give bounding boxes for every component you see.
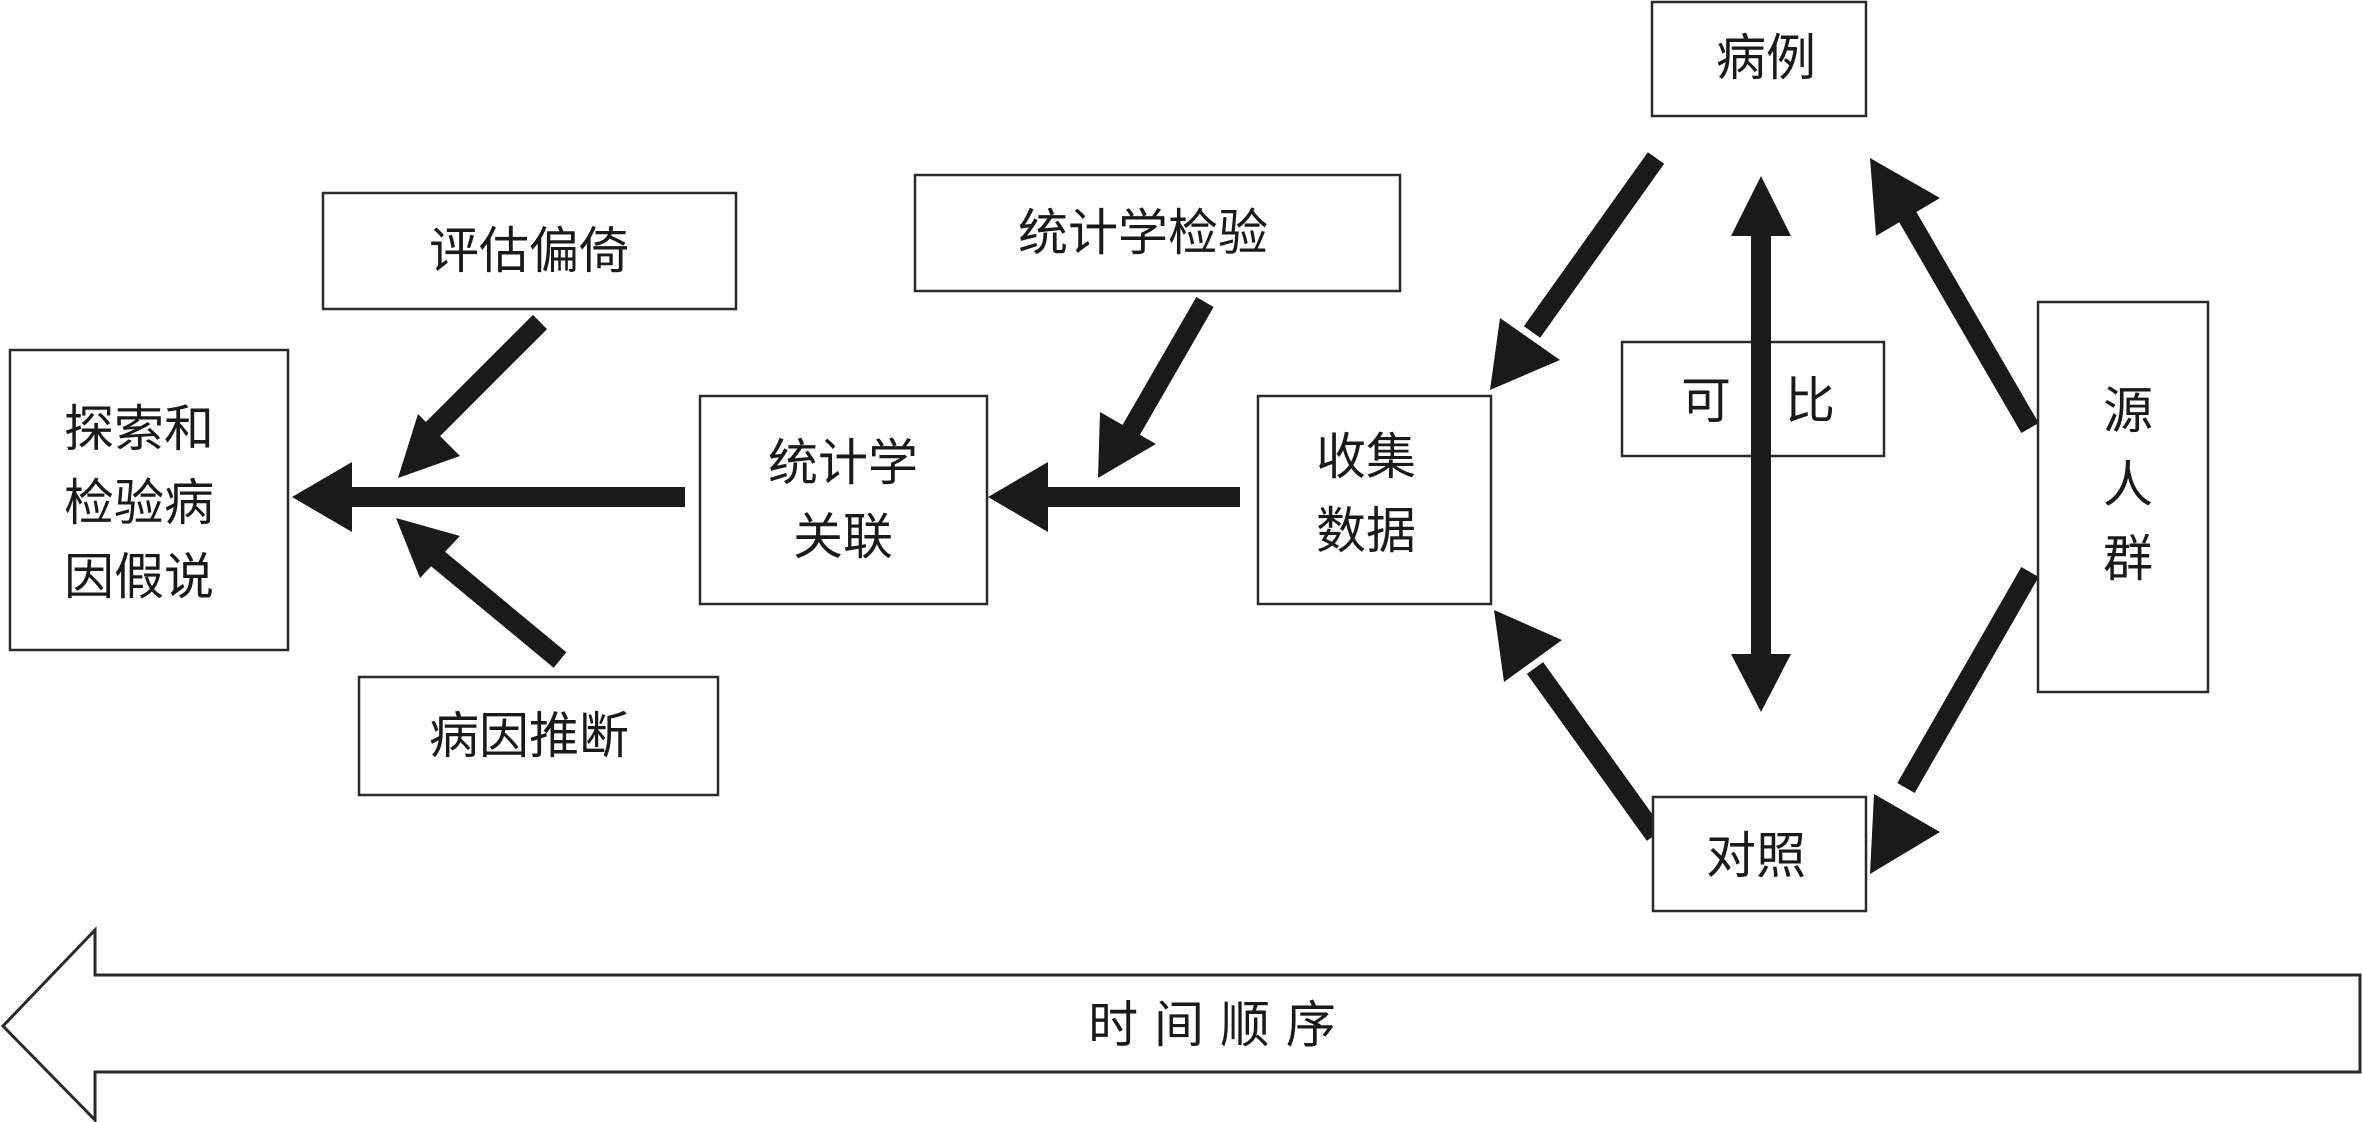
node-association-line-1: 统计学: [768, 434, 918, 492]
arrow-collect-to-association: [988, 462, 1240, 532]
node-bias-label: 评估偏倚: [429, 222, 629, 280]
node-collect-line-1: 收集: [1316, 428, 1416, 486]
node-stat-test: 统计学检验: [913, 173, 1402, 293]
arrow-bias-to-inference: [398, 314, 548, 478]
timeline-label: 时 间 顺 序: [1088, 996, 1336, 1054]
node-source: 源 人 群: [2036, 300, 2210, 694]
arrow-cases-controls-comparable: [1731, 176, 1791, 712]
node-source-line-3: 群: [2103, 530, 2153, 588]
node-hypothesis-line-2: 检验病: [64, 474, 214, 532]
arrow-causal-to-inference: [396, 518, 567, 668]
node-hypothesis-line-3: 因假说: [64, 548, 214, 606]
node-controls: 对照: [1651, 795, 1868, 913]
timeline-arrow-shape: [0, 926, 2362, 1122]
timeline-arrow: 时 间 顺 序: [0, 926, 2362, 1122]
arrow-cases-to-collect: [1490, 152, 1665, 390]
node-cases-label: 病例: [1716, 29, 1816, 87]
node-source-line-2: 人: [2103, 456, 2153, 514]
node-association: 统计学 关联: [698, 394, 989, 606]
arrow-controls-to-collect: [1494, 610, 1664, 841]
arrow-association-to-hypothesis: [292, 462, 685, 532]
node-stat-test-label: 统计学检验: [1018, 204, 1268, 262]
node-causal: 病因推断: [357, 675, 720, 797]
node-compare-left: 可: [1681, 372, 1731, 430]
node-compare-right: 比: [1785, 372, 1835, 430]
node-source-line-1: 源: [2103, 382, 2153, 440]
node-collect-line-2: 数据: [1316, 502, 1416, 560]
arrow-source-to-cases: [1870, 158, 2039, 434]
node-controls-label: 对照: [1706, 827, 1806, 885]
node-causal-label: 病因推断: [429, 707, 629, 765]
arrows: [292, 152, 2039, 874]
node-association-line-2: 关联: [793, 508, 893, 566]
node-bias: 评估偏倚: [321, 191, 738, 311]
node-hypothesis-line-1: 探索和: [64, 400, 214, 458]
arrow-stattest-to-association: [1098, 297, 1214, 478]
node-collect: 收集 数据: [1256, 394, 1493, 606]
arrow-source-to-controls: [1870, 567, 2039, 874]
node-cases: 病例: [1650, 0, 1868, 118]
node-hypothesis: 探索和 检验病 因假说: [8, 348, 290, 652]
